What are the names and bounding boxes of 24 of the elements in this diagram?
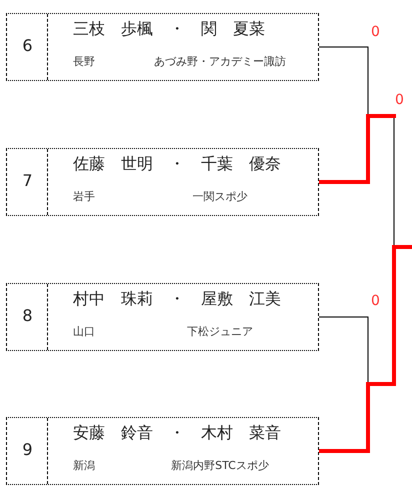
bracket-line [318, 46, 368, 116]
player-names: 安藤 鈴音 ・ 木村 菜音 [73, 423, 281, 443]
entry-box [6, 283, 319, 351]
prefecture-name: 長野 [73, 55, 95, 69]
entry-box [6, 13, 319, 81]
entry-box [6, 148, 319, 216]
prefecture-name: 岩手 [73, 190, 95, 204]
player-names: 村中 珠莉 ・ 屋敷 江美 [73, 289, 281, 309]
bracket-line [317, 245, 412, 453]
bracket-line [317, 114, 396, 184]
club-name: 下松ジュニア [187, 325, 253, 339]
player-names: 三枝 歩楓 ・ 関 夏菜 [73, 19, 265, 39]
seed-number: 8 [21, 306, 34, 326]
bracket-line [318, 316, 368, 384]
seed-number: 6 [21, 36, 34, 56]
club-name: あづみ野・アカデミー諏訪 [154, 55, 286, 69]
entry-box [6, 417, 319, 485]
club-name: 一関スポ少 [192, 190, 248, 204]
seed-number: 7 [21, 171, 34, 191]
prefecture-name: 新潟 [73, 459, 95, 473]
player-names: 佐藤 世明 ・ 千葉 優奈 [73, 154, 281, 174]
club-name: 新潟内野STCスポ少 [171, 459, 269, 473]
prefecture-name: 山口 [73, 325, 95, 339]
seed-number: 9 [21, 440, 34, 460]
